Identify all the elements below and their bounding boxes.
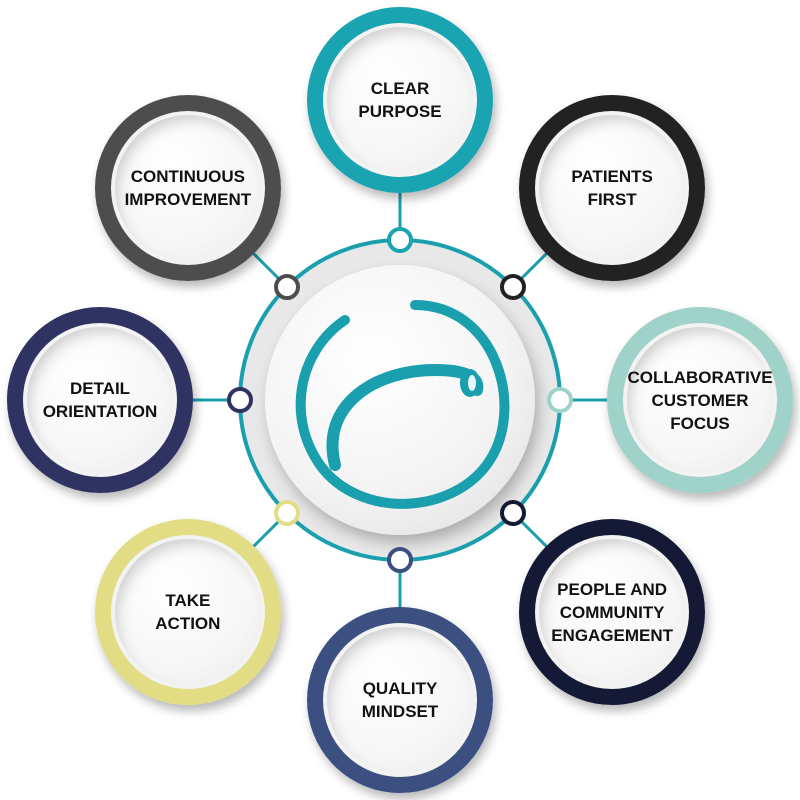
node-label: COLLABORATIVE CUSTOMER FOCUS: [627, 367, 773, 433]
swirl-outer-stroke: [295, 300, 510, 509]
node-label: CONTINUOUS IMPROVEMENT: [124, 166, 252, 209]
node-continuous-improvement: CONTINUOUS IMPROVEMENT: [94, 94, 281, 281]
swirl-inner-stroke: [326, 363, 484, 471]
node-clear-purpose: CLEAR PURPOSE: [307, 7, 493, 193]
connector-patients-first: [500, 273, 527, 300]
connector-quality-mindset: [387, 547, 413, 573]
connector-collaborative-customer-focus: [547, 387, 573, 413]
connector-take-action: [273, 500, 300, 527]
node-label: QUALITY MINDSET: [361, 679, 439, 721]
node-label: PATIENTS FIRST: [571, 166, 653, 209]
node-label: DETAIL ORIENTATION: [42, 379, 158, 421]
node-detail-orientation: DETAIL ORIENTATION: [7, 307, 193, 493]
node-quality-mindset: QUALITY MINDSET: [307, 607, 493, 793]
connector-people-and-community-engagement: [500, 500, 527, 527]
swirl-logo-icon: [295, 300, 510, 509]
swirl-end-highlight: [468, 375, 476, 391]
node-label: CLEAR PURPOSE: [358, 79, 442, 121]
node-patients-first: PATIENTS FIRST: [519, 94, 706, 281]
connector-clear-purpose: [387, 227, 413, 253]
connector-continuous-improvement: [273, 273, 300, 300]
node-collaborative-customer-focus: COLLABORATIVE CUSTOMER FOCUS: [607, 307, 793, 493]
node-take-action: TAKE ACTION: [94, 519, 281, 706]
node-people-and-community-engagement: PEOPLE AND COMMUNITY ENGAGEMENT: [519, 519, 706, 706]
node-label: PEOPLE AND COMMUNITY ENGAGEMENT: [551, 579, 674, 645]
connector-detail-orientation: [227, 387, 253, 413]
node-label: TAKE ACTION: [155, 591, 221, 634]
center-hub: [265, 265, 535, 535]
